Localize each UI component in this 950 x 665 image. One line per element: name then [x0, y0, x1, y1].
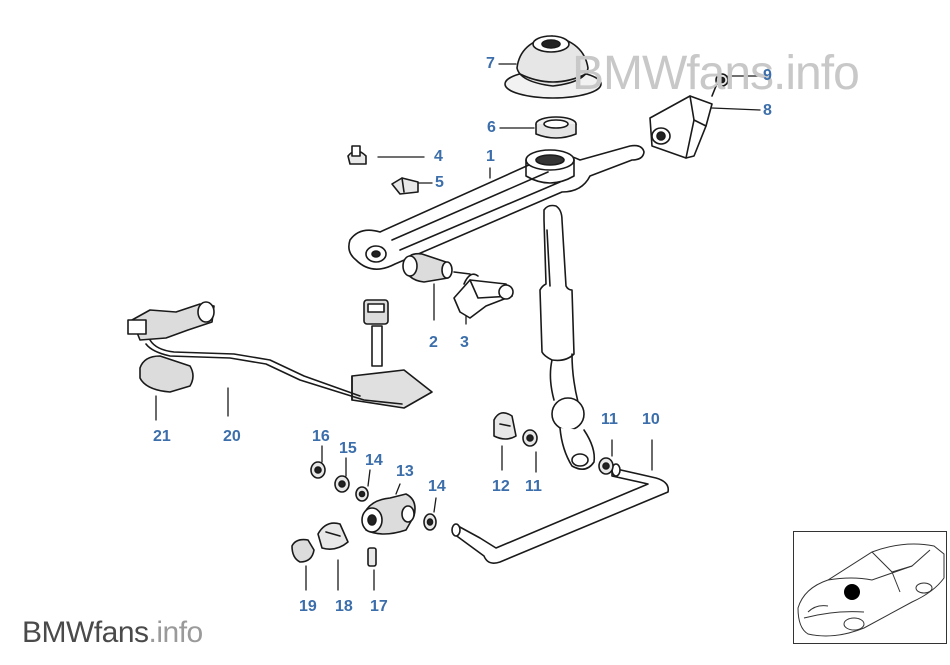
part-13-bushing [361, 493, 416, 535]
part-10-rod [451, 463, 670, 564]
callout-18: 18 [335, 598, 353, 615]
car-outline-icon [797, 543, 945, 637]
part-7-boot [504, 35, 602, 99]
part-1-arm [348, 144, 645, 270]
callout-17: 17 [370, 598, 388, 615]
part-2-bushing [402, 252, 471, 283]
part-14-washer-right [423, 513, 437, 531]
callout-11-right: 11 [601, 411, 618, 428]
callout-11-left: 11 [525, 478, 542, 495]
callout-21: 21 [153, 428, 171, 445]
part-14-washer-left [355, 486, 369, 502]
part-20-switch-cable [127, 301, 403, 405]
car-location-thumbnail [793, 531, 947, 644]
leader-lines [155, 63, 761, 591]
watermark-top: BMWfans.info [572, 47, 860, 100]
part-11-washer-left [522, 429, 538, 447]
callout-13: 13 [396, 463, 414, 480]
part-9-nut [711, 73, 729, 97]
part-18-clip [317, 522, 349, 550]
callout-16: 16 [312, 428, 330, 445]
callout-19: 19 [299, 598, 317, 615]
callout-3: 3 [460, 334, 469, 351]
callout-12: 12 [492, 478, 510, 495]
callout-1: 1 [486, 148, 495, 165]
part-12-clip [493, 412, 517, 440]
part-5-clip [391, 177, 419, 195]
watermark-bottom-suffix: .info [148, 616, 204, 649]
callout-15: 15 [339, 440, 357, 457]
callout-8: 8 [763, 102, 772, 119]
part-3-holder [453, 273, 514, 319]
switch-lever [351, 299, 433, 409]
part-15-washer [334, 475, 350, 493]
watermark-bottom: BMWfans.info [22, 616, 203, 650]
part-4-clip [347, 145, 367, 165]
callout-2: 2 [429, 334, 438, 351]
callout-4: 4 [434, 148, 443, 165]
callout-5: 5 [435, 174, 444, 191]
callout-7: 7 [486, 55, 495, 72]
part-11-washer-right [598, 457, 614, 475]
callout-14-left: 14 [365, 452, 383, 469]
shift-lever [539, 204, 596, 470]
callout-10: 10 [642, 411, 660, 428]
part-19-cap [291, 538, 315, 563]
callout-20: 20 [223, 428, 241, 445]
callout-9: 9 [763, 67, 772, 84]
watermark-bottom-main: BMWfans [22, 616, 149, 649]
callout-14-right: 14 [428, 478, 446, 495]
part-8-bracket [649, 95, 713, 159]
part-17-pin [367, 547, 377, 567]
part-21-clip [139, 355, 194, 393]
callout-6: 6 [487, 119, 496, 136]
part-16-washer [310, 461, 326, 479]
part-6-ring [535, 116, 577, 139]
